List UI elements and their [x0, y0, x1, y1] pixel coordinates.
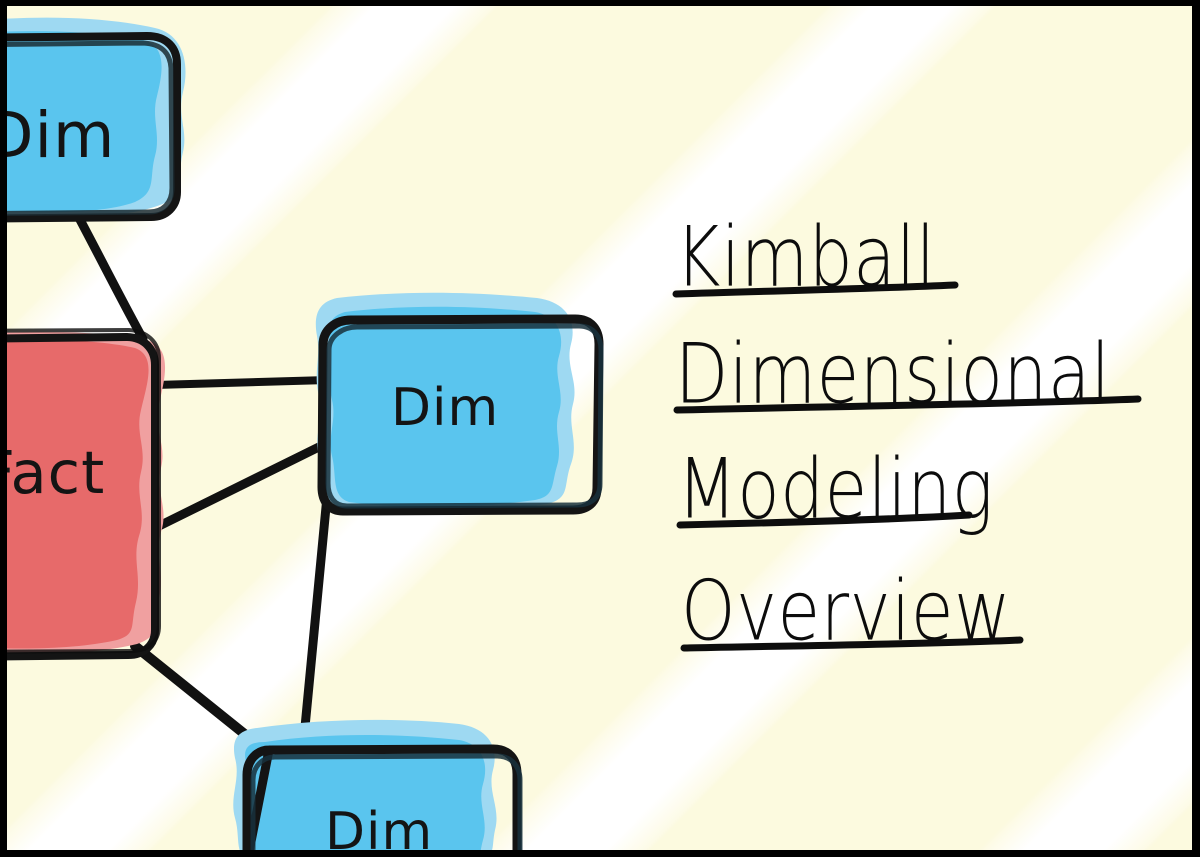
node-fact[interactable]: [7, 327, 165, 661]
title-line-modeling: Modeling: [677, 441, 994, 538]
dim-center-outline-2: [325, 323, 604, 509]
node-dim-bottom[interactable]: [233, 719, 523, 850]
connector-fact-to-dim-center-upper: [151, 376, 332, 389]
node-dim-top-left[interactable]: [7, 17, 186, 223]
underline-dimensional: [673, 395, 1142, 414]
fact-fill: [7, 339, 149, 649]
fact-outline-2: [7, 327, 161, 654]
dim-top-left-outline: [7, 31, 181, 223]
dim-top-left-fill: [7, 31, 162, 213]
title-line-overview: Overview: [681, 563, 1012, 660]
connector-dim-top-left-to-fact: [72, 209, 148, 344]
dim-bottom-fill: [244, 735, 486, 850]
title-line-dimensional: Dimensional: [675, 326, 1111, 423]
slide-stage: Dim Fact Dim Dim Kimball Dimensional Mod…: [7, 6, 1192, 850]
underline-kimball: [672, 281, 959, 298]
node-dim-center[interactable]: [315, 292, 604, 516]
dim-center-fill: [329, 306, 562, 508]
star-schema-diagram: [7, 17, 1142, 850]
dim-top-left-outline-2: [7, 40, 175, 216]
dim-bottom-outline-2: [250, 753, 523, 850]
underline-modeling: [676, 511, 973, 529]
fact-outline: [7, 332, 159, 661]
connector-fact-to-dim-center-lower: [150, 437, 334, 533]
underline-overview: [680, 636, 1024, 652]
title-line-kimball: Kimball: [675, 209, 936, 306]
connector-fact-to-dim-bottom: [130, 641, 267, 753]
title-underlines: [672, 281, 1142, 652]
